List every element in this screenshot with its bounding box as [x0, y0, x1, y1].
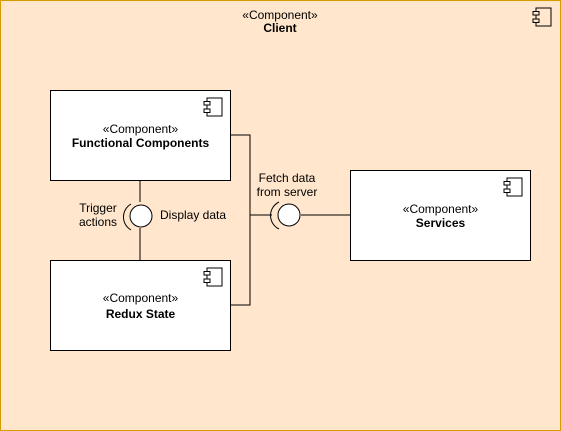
fetch-data-interface: [270, 201, 301, 230]
services-rect: [350, 170, 531, 261]
display-data-interface: [122, 203, 153, 231]
interface-socket: [270, 201, 280, 230]
functional-components-rect: [50, 90, 231, 181]
display-data-label: Display data: [160, 208, 226, 222]
services-name: Services: [416, 216, 466, 230]
component-icon: [503, 177, 523, 197]
functional-name: Functional Components: [72, 136, 210, 150]
client-name: Client: [263, 21, 296, 35]
interface-ball: [129, 204, 153, 228]
redux-state-rect: [50, 260, 231, 351]
connector-bracket-to-services: [230, 134, 251, 306]
component-icon: [203, 97, 223, 117]
trigger-actions-label-line1: Trigger: [79, 201, 117, 215]
services-box[interactable]: «Component» Services: [350, 170, 531, 261]
client-stereotype: «Component»: [242, 8, 318, 22]
connectors: [139, 134, 351, 306]
functional-components-box[interactable]: «Component» Functional Components: [50, 90, 231, 181]
interface-socket: [122, 203, 132, 231]
fetch-data-label-line2: from server: [257, 185, 318, 199]
fetch-data-label-line1: Fetch data: [259, 171, 316, 185]
functional-stereotype: «Component»: [103, 122, 179, 136]
services-stereotype: «Component»: [403, 202, 479, 216]
interface-ball: [277, 203, 301, 227]
component-icon: [203, 267, 223, 287]
redux-state-box[interactable]: «Component» Redux State: [50, 260, 231, 351]
redux-name: Redux State: [106, 307, 176, 321]
trigger-actions-label-line2: actions: [79, 215, 117, 229]
component-icon: [532, 7, 552, 27]
redux-stereotype: «Component»: [103, 291, 179, 305]
